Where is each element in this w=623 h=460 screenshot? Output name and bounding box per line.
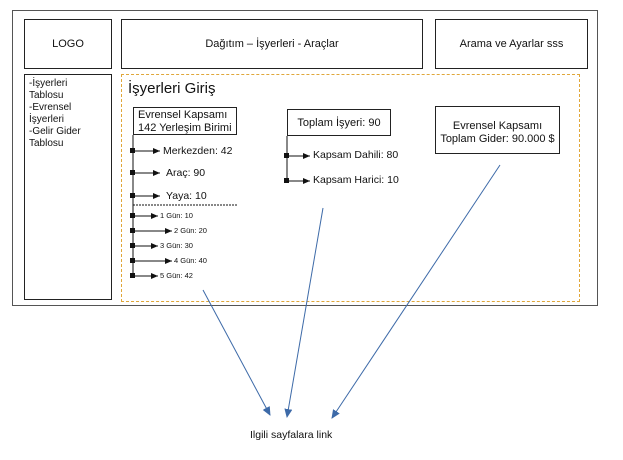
day-node-1 xyxy=(130,213,135,218)
link-arrows xyxy=(202,164,501,419)
day-node-5 xyxy=(130,273,135,278)
tree2-connectors xyxy=(284,136,310,184)
main-nav[interactable]: Dağıtım – İşyerleri - Araçlar xyxy=(121,19,423,69)
sidebar-item-gelir-gider-tablosu[interactable]: -Gelir Gider Tablosu xyxy=(29,126,81,149)
total-expense-value: Toplam Gider: 90.000 $ xyxy=(440,133,555,145)
total-workplaces-box[interactable]: Toplam İşyeri: 90 xyxy=(287,109,391,136)
sidebar-item-evrensel-isyerleri[interactable]: -Evrensel İşyerleri xyxy=(29,102,72,125)
day-node-2 xyxy=(130,228,135,233)
sidebar: -İşyerleri Tablosu -Evrensel İşyerleri -… xyxy=(24,74,112,300)
day-item-5[interactable]: 5 Gün: 42 xyxy=(160,271,193,280)
branch-kapsam-harici[interactable]: Kapsam Harici: 10 xyxy=(313,174,399,186)
total-workplaces-label: Toplam İşyeri: 90 xyxy=(297,117,381,129)
search-settings[interactable]: Arama ve Ayarlar sss xyxy=(435,19,588,69)
page-title: İşyerleri Giriş xyxy=(128,80,216,97)
total-expense-title: Evrensel Kapsamı xyxy=(452,120,543,132)
tree1-connectors xyxy=(130,135,238,279)
universal-coverage-box[interactable]: Evrensel Kapsamı 142 Yerleşim Birimi xyxy=(133,107,237,135)
tree2-node-1 xyxy=(284,153,289,158)
tree1-node-3 xyxy=(130,193,135,198)
related-pages-link-label: Ilgili sayfalara link xyxy=(250,429,333,441)
tree2-node-2 xyxy=(284,178,289,183)
sidebar-item-isyerleri-tablosu[interactable]: -İşyerleri Tablosu xyxy=(29,78,68,101)
branch-merkezden[interactable]: Merkezden: 42 xyxy=(163,145,233,157)
branch-yaya[interactable]: Yaya: 10 xyxy=(166,190,207,202)
branch-kapsam-dahili[interactable]: Kapsam Dahili: 80 xyxy=(313,149,399,161)
main-content-area xyxy=(121,74,580,302)
branch-arac[interactable]: Araç: 90 xyxy=(166,167,206,179)
day-item-3[interactable]: 3 Gün: 30 xyxy=(160,241,193,250)
total-expense-box[interactable]: Evrensel Kapsamı Toplam Gider: 90.000 $ xyxy=(435,106,560,154)
day-node-3 xyxy=(130,243,135,248)
tree1-node-2 xyxy=(130,170,135,175)
day-item-4[interactable]: 4 Gün: 40 xyxy=(174,256,207,265)
logo[interactable]: LOGO xyxy=(24,19,112,69)
day-item-2[interactable]: 2 Gün: 20 xyxy=(174,226,207,235)
day-node-4 xyxy=(130,258,135,263)
settlement-count: 142 Yerleşim Birimi xyxy=(138,122,232,134)
universal-coverage-title: Evrensel Kapsamı xyxy=(138,109,228,121)
tree1-node-1 xyxy=(130,148,135,153)
day-item-1[interactable]: 1 Gün: 10 xyxy=(160,211,193,220)
